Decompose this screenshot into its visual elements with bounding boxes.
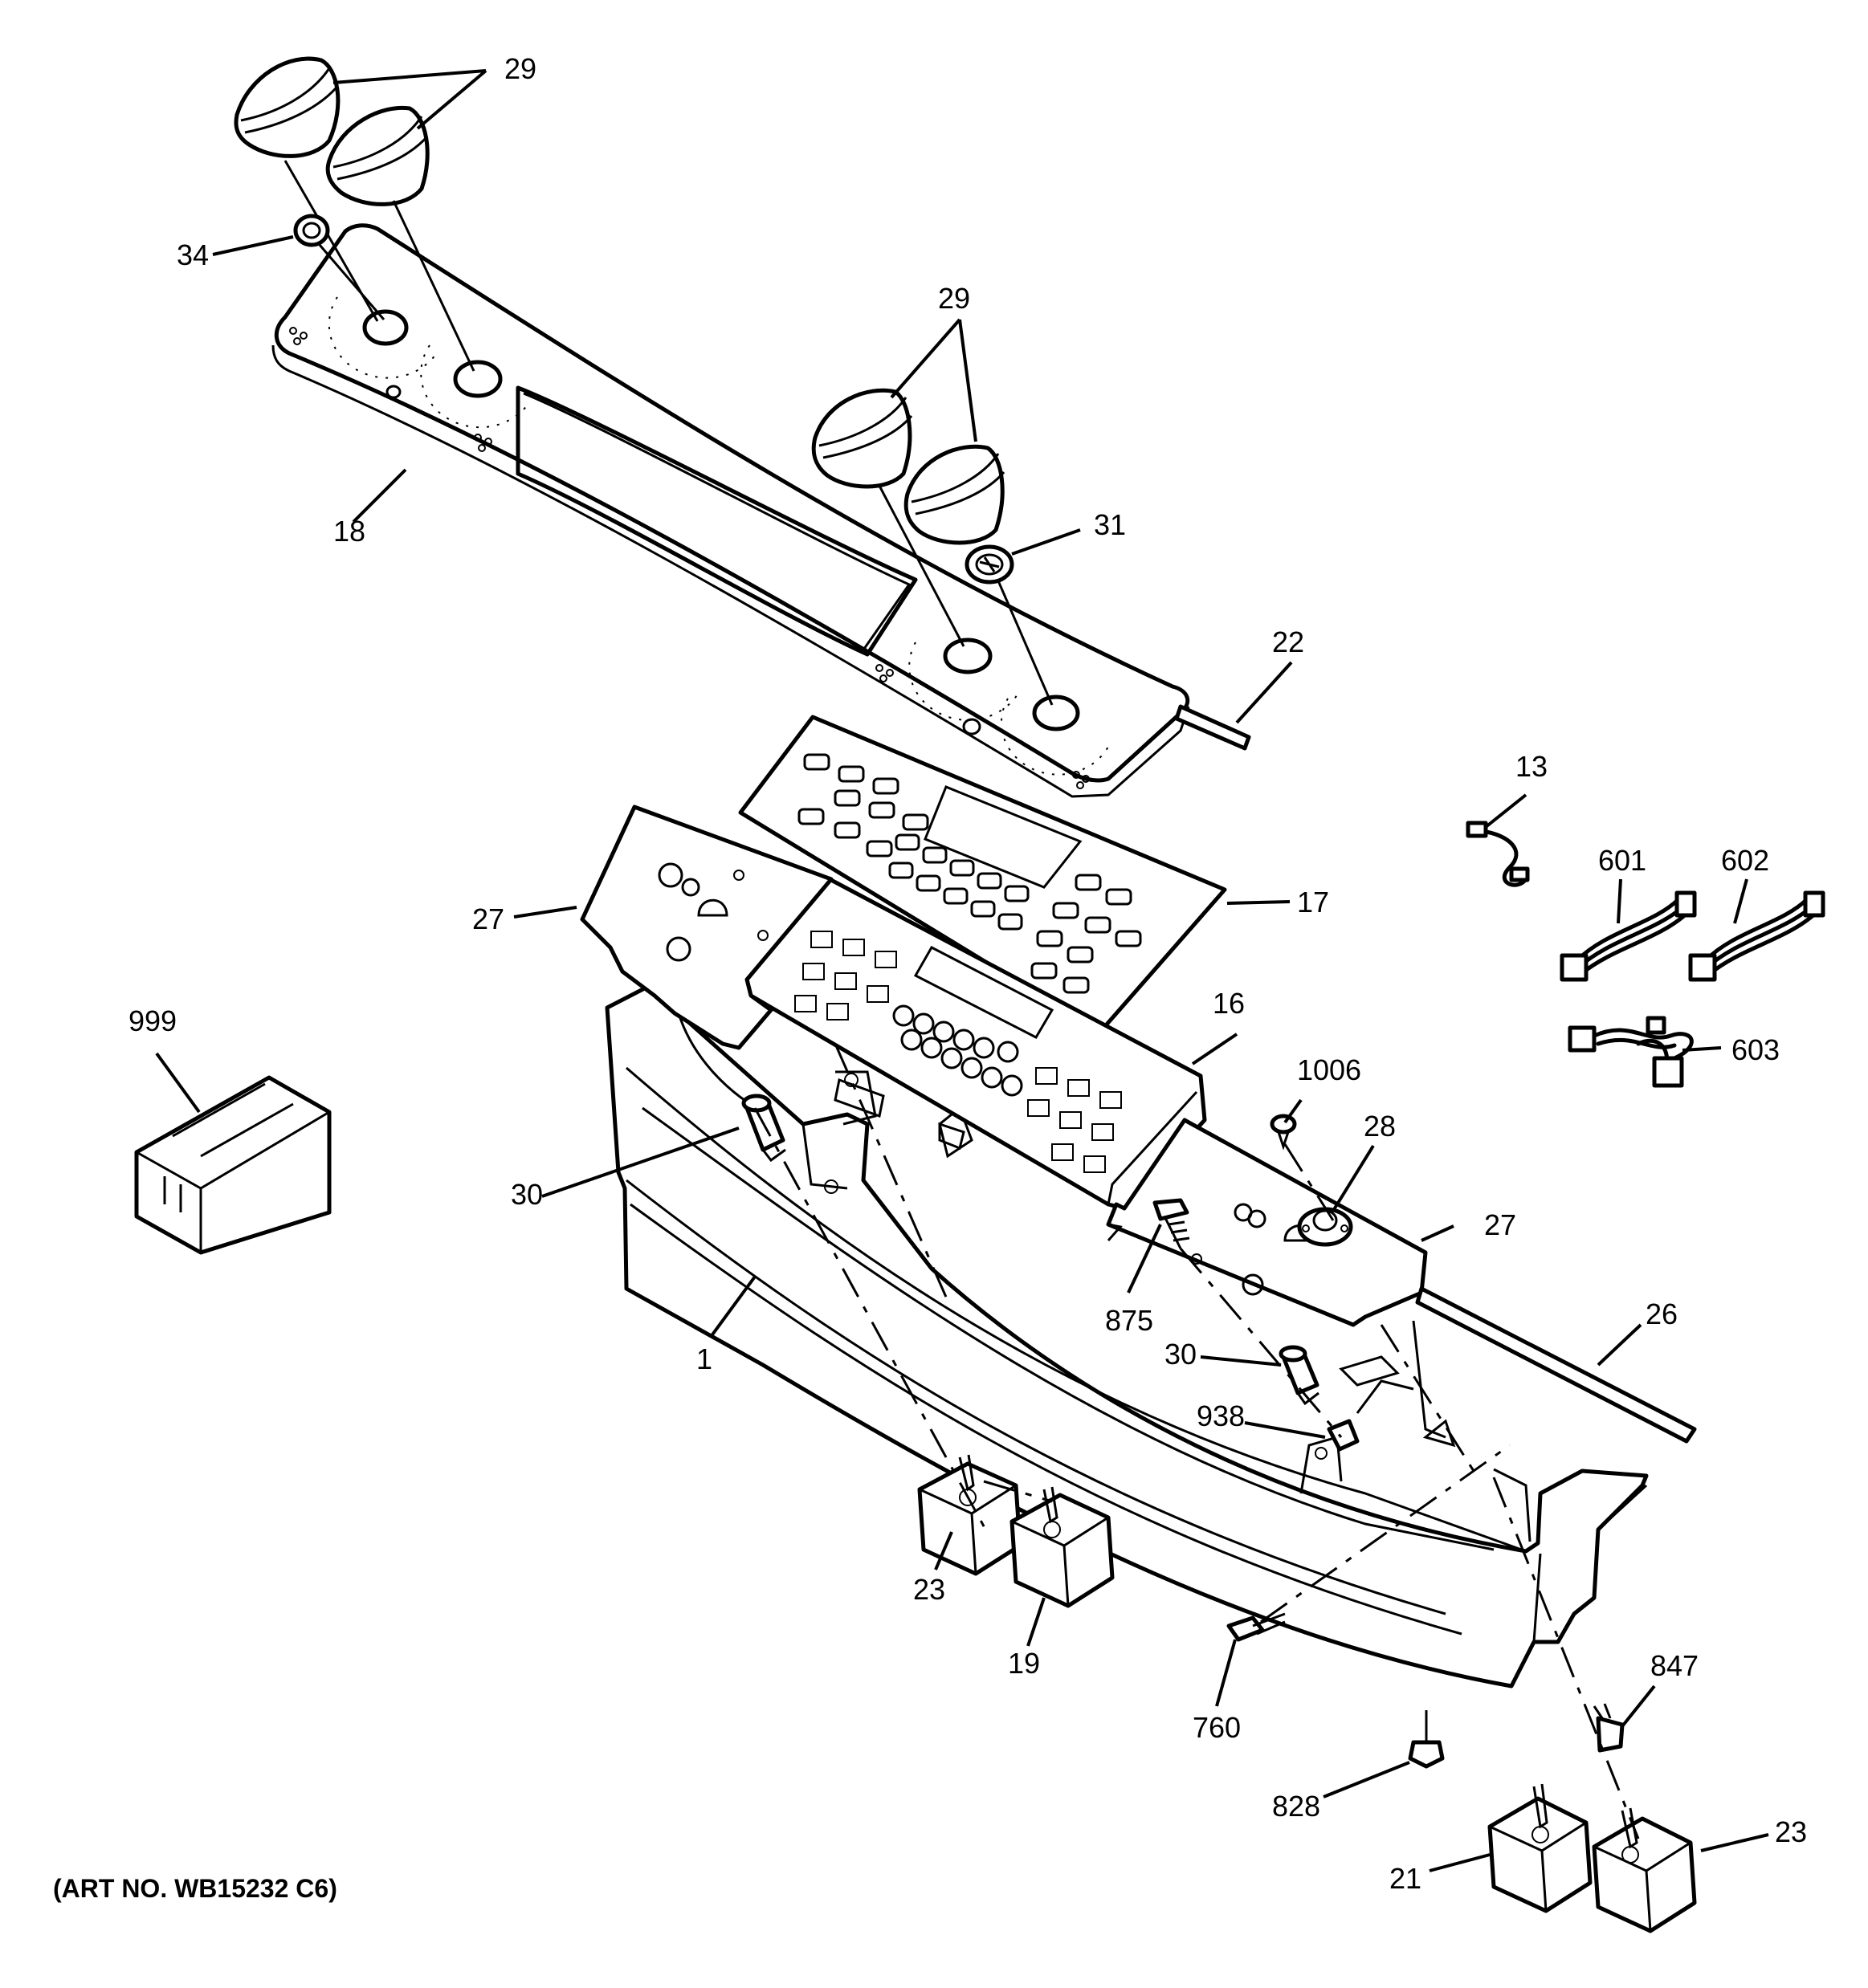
trim-strip-22 bbox=[1174, 704, 1251, 751]
callout-27-right: 27 bbox=[1483, 1208, 1517, 1241]
callout-938: 938 bbox=[1196, 1399, 1246, 1432]
callout-29-top: 29 bbox=[504, 52, 537, 85]
callout-34: 34 bbox=[176, 238, 210, 271]
callout-875: 875 bbox=[1104, 1304, 1154, 1337]
callout-16: 16 bbox=[1212, 987, 1246, 1020]
callout-28: 28 bbox=[1363, 1110, 1397, 1143]
box-999 bbox=[134, 1075, 332, 1255]
screw-828 bbox=[1408, 1710, 1445, 1769]
screw-760 bbox=[1226, 1612, 1286, 1642]
callout-27-left: 27 bbox=[471, 902, 505, 935]
callout-17: 17 bbox=[1296, 886, 1330, 919]
knob-group bbox=[234, 56, 1054, 706]
callout-23-lower: 23 bbox=[1774, 1815, 1808, 1848]
art-number: (ART NO. WB15232 C6) bbox=[53, 1874, 337, 1903]
control-panel bbox=[271, 223, 1190, 798]
clip-938 bbox=[1327, 1419, 1360, 1452]
callout-760: 760 bbox=[1192, 1711, 1242, 1744]
trim-strip-26 bbox=[1415, 1286, 1697, 1444]
light-31 bbox=[965, 544, 1014, 585]
infinite-switch-23-lower bbox=[1592, 1807, 1697, 1933]
harness-602 bbox=[1688, 890, 1825, 982]
callout-601: 601 bbox=[1597, 844, 1647, 877]
callout-847: 847 bbox=[1650, 1649, 1699, 1682]
callout-30-right: 30 bbox=[1164, 1338, 1197, 1371]
callout-30-left: 30 bbox=[510, 1178, 544, 1211]
callout-26: 26 bbox=[1645, 1297, 1678, 1330]
screw-847 bbox=[1593, 1703, 1625, 1753]
callout-31: 31 bbox=[1093, 508, 1127, 541]
screw-875 bbox=[1152, 1198, 1190, 1249]
leader-lines bbox=[155, 69, 1769, 1872]
callout-21: 21 bbox=[1389, 1862, 1422, 1895]
bracket-27-left bbox=[580, 805, 834, 1050]
infinite-switch-19 bbox=[1009, 1486, 1115, 1608]
harness-601 bbox=[1560, 890, 1697, 982]
callout-18: 18 bbox=[332, 515, 366, 548]
ring-34 bbox=[293, 214, 385, 320]
harness-603 bbox=[1568, 1016, 1694, 1088]
callout-23-upper: 23 bbox=[912, 1573, 946, 1606]
screw-1006 bbox=[1270, 1114, 1297, 1151]
harness-13 bbox=[1466, 821, 1530, 887]
callout-1: 1 bbox=[695, 1342, 713, 1375]
callout-603: 603 bbox=[1731, 1033, 1780, 1066]
lamp-30-right bbox=[1279, 1345, 1319, 1406]
callout-1006: 1006 bbox=[1296, 1053, 1362, 1086]
infinite-switch-21 bbox=[1487, 1783, 1593, 1913]
callout-13: 13 bbox=[1515, 750, 1548, 783]
callout-602: 602 bbox=[1720, 844, 1770, 877]
callout-999: 999 bbox=[128, 1004, 177, 1037]
assembly-lines bbox=[753, 1043, 1640, 1839]
callout-22: 22 bbox=[1271, 625, 1305, 658]
callout-19: 19 bbox=[1007, 1647, 1041, 1680]
callout-828: 828 bbox=[1271, 1790, 1321, 1823]
switch-28 bbox=[1297, 1207, 1353, 1247]
callout-29-middle: 29 bbox=[937, 282, 971, 315]
